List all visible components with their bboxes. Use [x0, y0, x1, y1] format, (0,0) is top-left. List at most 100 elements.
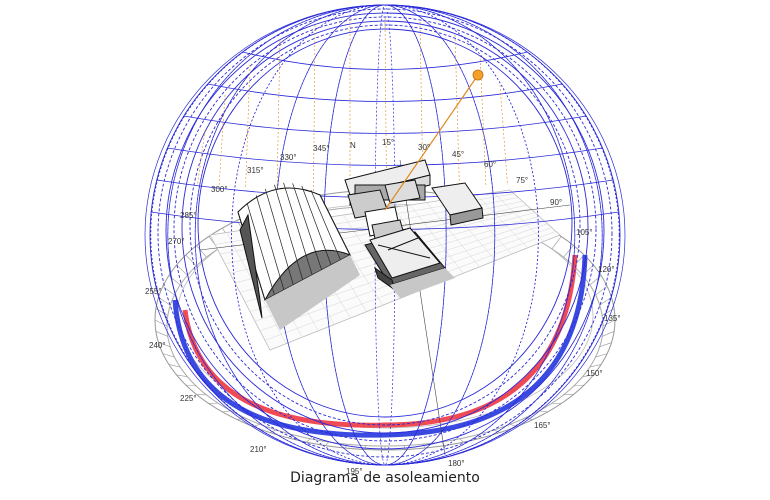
deg-180: 180° — [448, 459, 465, 468]
deg-210: 210° — [250, 445, 267, 454]
deg-30: 30° — [418, 143, 430, 152]
ring-tick — [441, 441, 445, 446]
ring-tick — [595, 353, 608, 358]
deg-300: 300° — [211, 185, 228, 194]
vault-rib — [274, 184, 304, 281]
right-block — [431, 182, 484, 226]
building-shadow — [265, 255, 360, 330]
dome-latitude — [207, 83, 563, 102]
ring-tick — [573, 384, 585, 387]
dome-ring — [189, 24, 581, 426]
deg-285: 285° — [180, 211, 197, 220]
projection-line — [276, 39, 281, 192]
ring-tick — [155, 331, 168, 337]
deg-330: 330° — [280, 153, 297, 162]
deg-255: 255° — [145, 287, 162, 296]
dome-meridian — [150, 4, 620, 466]
projection-line — [313, 24, 316, 194]
deg-45: 45° — [452, 150, 464, 159]
ring-tick — [176, 264, 188, 276]
sun-path-dome — [144, 4, 626, 466]
vault-rib — [310, 189, 341, 261]
vault-rib — [246, 203, 275, 296]
deg-135: 135° — [604, 314, 621, 323]
ring-tick — [582, 374, 594, 378]
ring-tick — [222, 410, 231, 413]
ring-tick — [196, 245, 207, 258]
blue-band-arc — [172, 254, 588, 438]
ring-tick — [364, 445, 367, 450]
dome-ring — [197, 28, 573, 418]
buildings — [237, 159, 484, 330]
sun-ray — [384, 74, 479, 211]
vault-rib — [255, 195, 285, 291]
vault-rib — [283, 182, 313, 276]
ring-tick — [306, 438, 311, 443]
ring-tick — [168, 364, 181, 368]
dome-ring — [157, 8, 613, 458]
projection-line — [384, 17, 387, 194]
ring-tick — [599, 297, 612, 306]
deg-120: 120° — [598, 265, 615, 274]
deg-240: 240° — [149, 341, 166, 350]
sun-projection-lines — [197, 17, 508, 195]
pavilion-shadow — [390, 268, 455, 298]
ring-tick — [493, 429, 501, 433]
ring-tick — [162, 353, 175, 358]
projection-line — [218, 94, 226, 188]
vault-rib — [264, 188, 294, 286]
deg-315: 315° — [247, 166, 264, 175]
deg-345: 345° — [313, 144, 330, 153]
dome-ring — [165, 12, 605, 450]
ring-tick — [459, 438, 464, 443]
ring-tick — [551, 236, 562, 250]
deg-15: 15° — [382, 138, 394, 147]
ring-tick — [602, 331, 615, 337]
sun-marker — [472, 69, 484, 81]
deg-270: 270° — [168, 237, 185, 246]
deg-105: 105° — [576, 228, 593, 237]
deg-150: 150° — [586, 369, 603, 378]
projection-line — [197, 129, 206, 186]
deg-60: 60° — [484, 160, 496, 169]
ring-tick — [158, 342, 171, 348]
projection-line — [499, 84, 508, 186]
ring-tick — [269, 429, 277, 433]
ring-tick — [176, 374, 188, 378]
vault-rib — [292, 183, 322, 271]
vaulted-hall — [237, 182, 352, 319]
diagram-caption: Diagrama de asoleamiento — [290, 470, 480, 486]
deg-75: 75° — [516, 176, 528, 185]
ring-tick — [599, 342, 612, 348]
deg-90: 90° — [550, 198, 562, 207]
dome-latitude — [183, 115, 587, 134]
projection-line — [454, 34, 460, 190]
ring-tick — [403, 445, 406, 450]
ring-tick — [589, 364, 602, 368]
north-label: N — [350, 141, 356, 150]
ring-tick — [539, 410, 548, 413]
vault-rib — [301, 185, 332, 266]
ring-tick — [602, 319, 616, 327]
deg-165: 165° — [534, 421, 551, 430]
vault-rib — [319, 194, 351, 256]
dome-latitude — [242, 51, 528, 70]
dome-ring — [173, 16, 597, 442]
bottom-pavilion — [364, 227, 446, 292]
ring-tick — [154, 319, 168, 327]
dome-meridian — [194, 4, 576, 466]
deg-195: 195° — [346, 467, 363, 476]
ring-tick — [563, 245, 574, 258]
ring-tick — [422, 444, 426, 449]
dome-latitude — [167, 147, 603, 166]
ring-tick — [325, 441, 329, 446]
dome-ring — [181, 20, 589, 434]
ring-tick — [344, 444, 348, 449]
ring-tick — [185, 384, 197, 387]
ring-tick — [158, 297, 171, 306]
degree-labels: 15° 30° 45° 60° 75° 90° 105° 120° 135° 1… — [145, 138, 621, 476]
ring-tick — [185, 254, 197, 267]
deg-225: 225° — [180, 394, 197, 403]
projection-line — [245, 64, 251, 190]
